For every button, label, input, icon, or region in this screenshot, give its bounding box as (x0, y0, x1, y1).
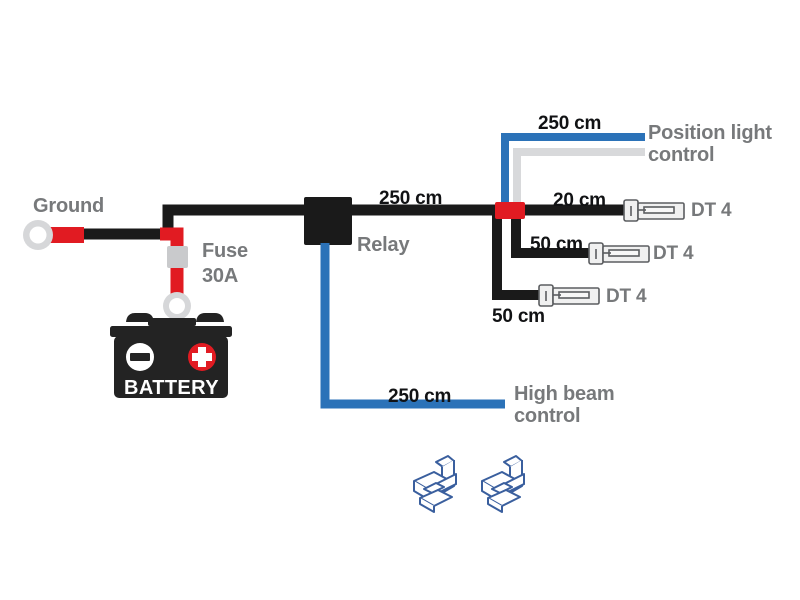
battery-terminal-negative-post (126, 313, 154, 322)
dt4-connector-middle (588, 242, 650, 265)
battery-positive-wire-upper (160, 227, 184, 248)
battery-icon (110, 313, 232, 398)
fuse-branch-group (160, 227, 191, 320)
ground-wire-group (23, 204, 310, 250)
ground-label: Ground (33, 195, 105, 217)
high-beam-control-label: High beam control (514, 383, 615, 428)
fuse-rating-label: 30A (202, 265, 239, 287)
position-light-control-label: Position light control (648, 122, 772, 167)
ground-ring-hole (29, 226, 47, 244)
relay-output-length-label: 250 cm (379, 188, 443, 209)
fuse-label: Fuse (202, 240, 248, 262)
splice-junction (495, 202, 525, 219)
ground-wire-boot (48, 227, 84, 243)
position-light-control-wire (501, 133, 645, 212)
battery-cap-strip (148, 318, 196, 326)
dt4-connector-bottom (538, 284, 600, 307)
branch-mid-length-label: 50 cm (530, 234, 583, 255)
battery-terminal-positive-post (196, 313, 224, 322)
battery-lid (110, 326, 232, 337)
position-light-ground-wire (513, 148, 645, 212)
fuse-holder (167, 246, 188, 268)
battery-minus-bar (130, 353, 150, 361)
relay (304, 197, 352, 245)
branch-top-length-label: 20 cm (553, 190, 606, 211)
high-beam-length-label: 250 cm (388, 386, 452, 407)
branch-wires-group (492, 202, 625, 300)
dt4-label-top: DT 4 (691, 200, 732, 221)
position-light-length-label: 250 cm (538, 113, 602, 134)
battery-plus-horizontal (192, 353, 212, 361)
high-beam-control-wire (320, 243, 505, 409)
battery-label: BATTERY (124, 377, 220, 399)
relay-group (304, 197, 504, 245)
branch-bot-length-label: 50 cm (492, 306, 545, 327)
battery-ring-hole (169, 298, 185, 314)
mounting-bracket-left (413, 455, 457, 513)
dt4-connector-top (623, 199, 685, 222)
mounting-bracket-right (481, 455, 525, 513)
high-beam-wire-group (320, 243, 505, 409)
dt4-label-bottom: DT 4 (606, 286, 647, 307)
ground-wire (75, 204, 310, 240)
branch-wire-bottom (492, 212, 540, 300)
branch-wire-middle (511, 212, 590, 258)
position-light-wire-group (501, 133, 645, 212)
relay-label: Relay (357, 234, 410, 256)
dt4-label-middle: DT 4 (653, 243, 694, 264)
